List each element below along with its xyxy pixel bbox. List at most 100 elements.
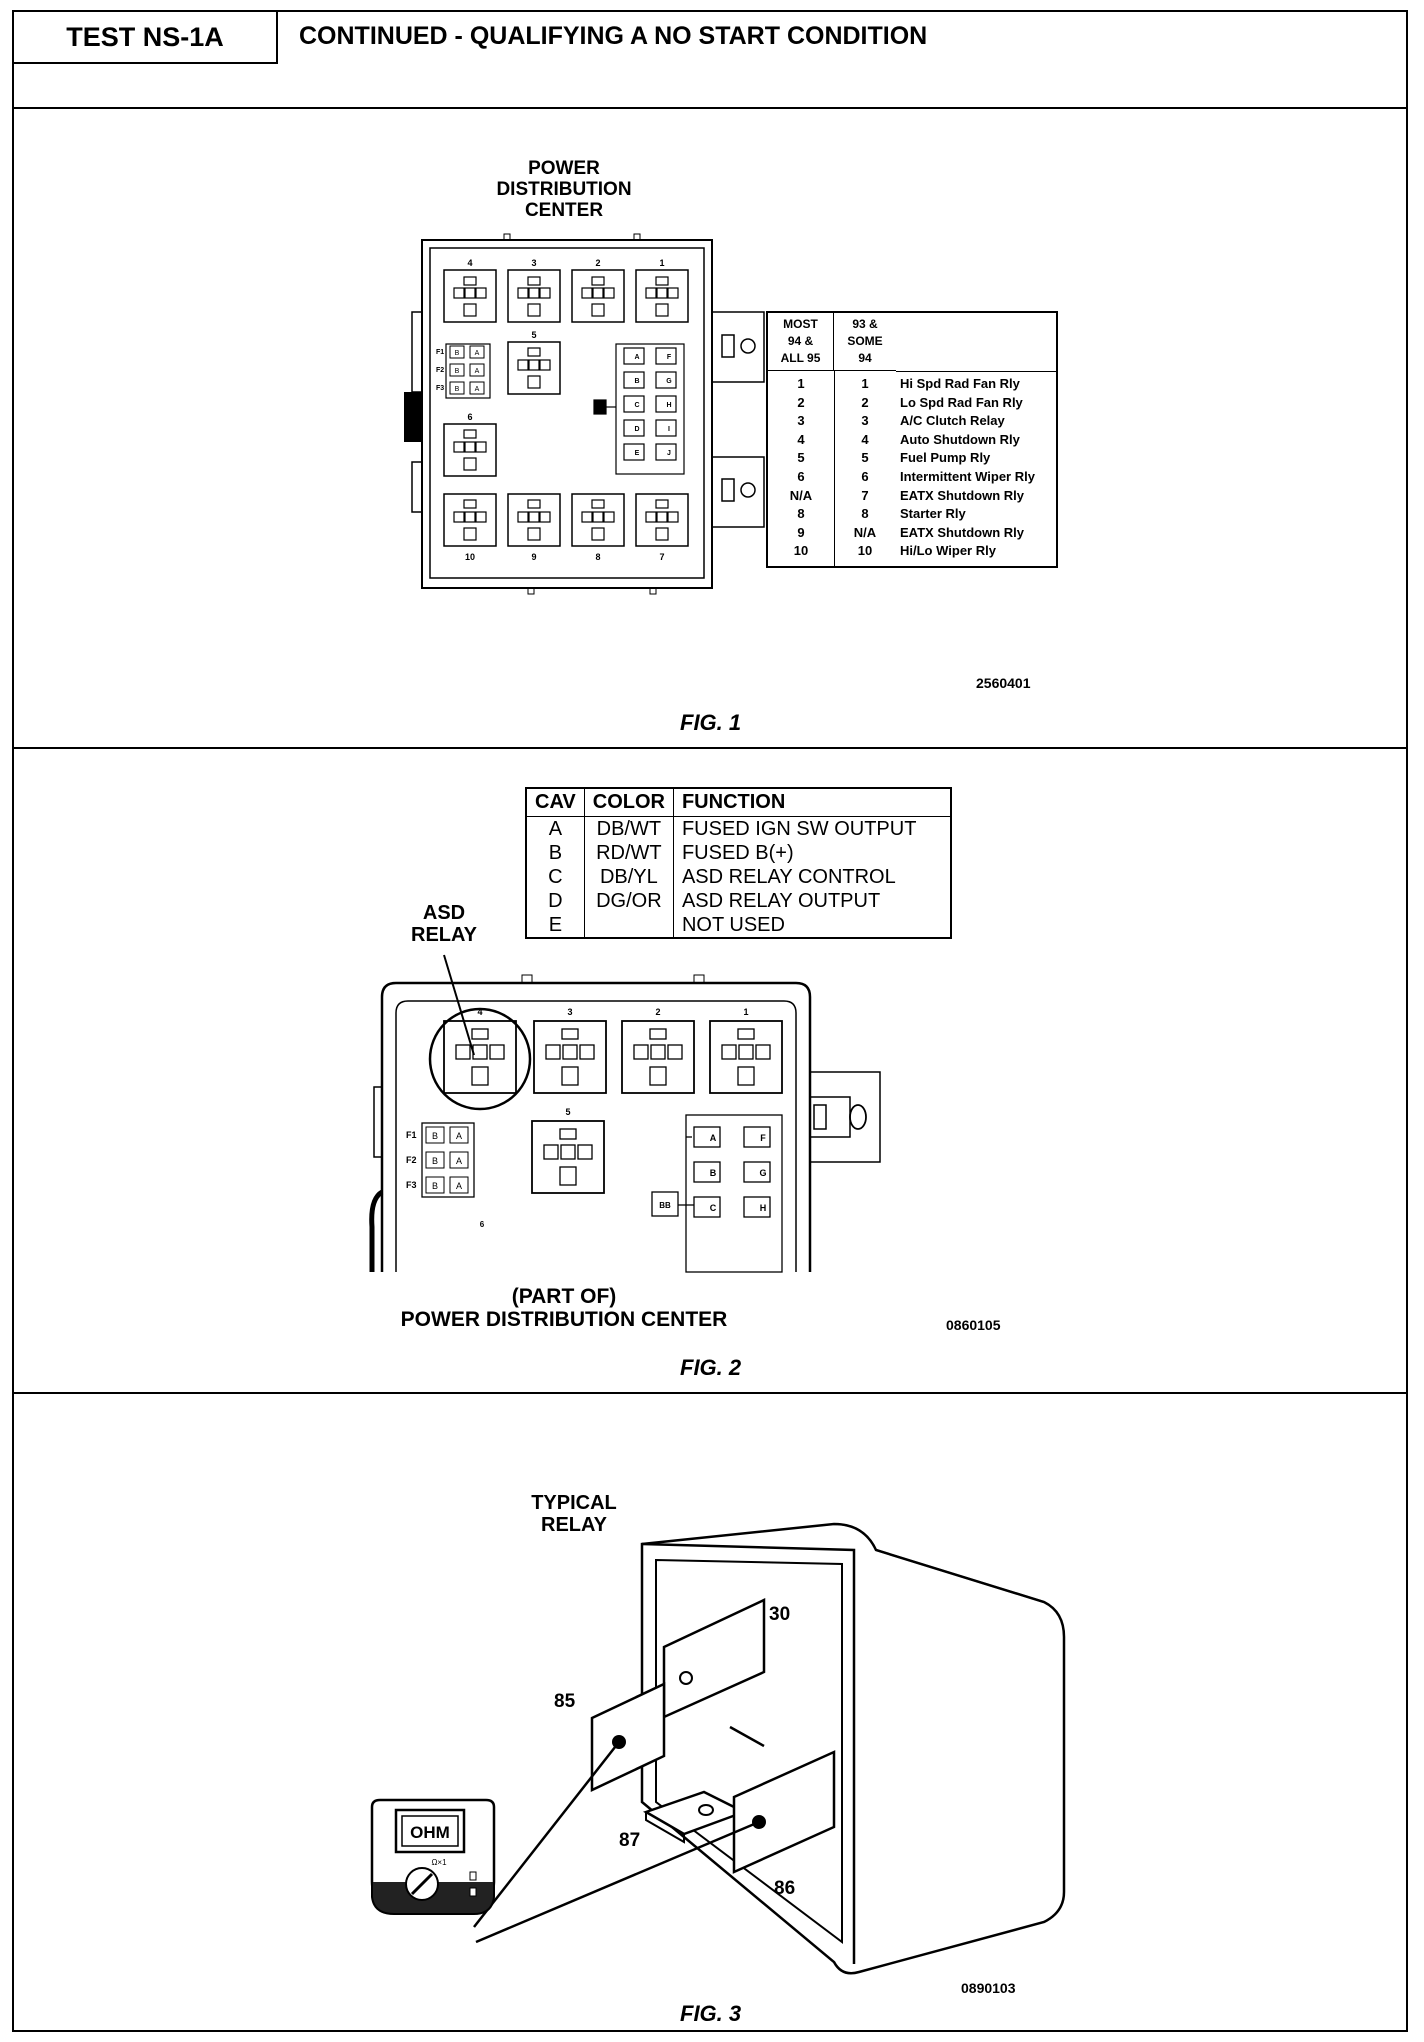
col-color-header: COLOR <box>583 787 674 817</box>
asd-highlight-circle <box>428 1007 532 1111</box>
slot-number: 10 <box>465 552 475 562</box>
cavity-color: DG/OR <box>583 889 674 913</box>
block-letter: F <box>667 354 672 361</box>
legend-col-b: N/A <box>853 524 877 540</box>
typical-label-line: RELAY <box>541 1514 607 1536</box>
fuse-letter: B <box>432 1131 438 1141</box>
fig2-caption: FIG. 2 <box>680 1355 742 1380</box>
side-tab <box>411 311 423 393</box>
fuse-label: F1 <box>406 1130 417 1140</box>
block-letter: G <box>759 1168 766 1178</box>
block-letter: B <box>710 1168 717 1178</box>
fig3-caption: FIG. 3 <box>680 2001 742 2026</box>
test-id: TEST NS-1A <box>14 12 278 64</box>
cavity-color: DB/WT <box>583 816 674 841</box>
legend-header-text: MOST <box>783 317 818 331</box>
cavity-cav: C <box>548 866 563 888</box>
block-letter: D <box>634 426 639 433</box>
fig2-right-block <box>651 1114 783 1273</box>
fuse-letter: A <box>456 1156 462 1166</box>
relay-slot-4 <box>443 1020 517 1094</box>
slot-number: 2 <box>595 258 600 268</box>
fuse-letter: A <box>475 386 480 393</box>
page-frame: TEST NS-1A CONTINUED - QUALIFYING A NO S… <box>12 10 1408 2032</box>
slot-number: 9 <box>531 552 536 562</box>
fuse-letter: A <box>475 350 480 357</box>
legend-relay-name: A/C Clutch Relay <box>900 413 1005 429</box>
side-tab <box>411 461 423 513</box>
asd-label-line: RELAY <box>411 924 477 946</box>
legend-col-a: 6 <box>797 468 805 484</box>
legend-col-a: 5 <box>797 450 805 466</box>
fuse-letter: A <box>456 1181 462 1191</box>
fuse-letter: A <box>475 368 480 375</box>
relay-slot-5 <box>531 1120 605 1194</box>
legend-relay-name: Fuel Pump Rly <box>900 450 991 466</box>
col-function-header: FUNCTION <box>672 787 952 817</box>
cavity-cav: D <box>548 890 563 912</box>
legend-col-b: 2 <box>861 394 869 410</box>
relay-slot-1 <box>709 1020 783 1094</box>
legend-col-a: 10 <box>793 543 809 559</box>
slot-number: 1 <box>743 1007 748 1017</box>
legend-col-a: 1 <box>797 376 805 391</box>
fig1-panel: POWER DISTRIBUTION CENTER 4 3 2 1 <box>14 107 1406 749</box>
relay-slot-9 <box>507 493 561 547</box>
slot-number: 3 <box>531 258 536 268</box>
legend-col-a: 9 <box>797 524 805 540</box>
legend-col-a: N/A <box>789 487 813 503</box>
header-bar: TEST NS-1A CONTINUED - QUALIFYING A NO S… <box>14 12 1406 109</box>
slot-number: 2 <box>655 1007 660 1017</box>
page-title: CONTINUED - QUALIFYING A NO START CONDIT… <box>299 22 928 50</box>
slot-number: 8 <box>595 552 600 562</box>
col-cav-header: CAV <box>525 787 585 817</box>
fuse-label: F2 <box>436 367 444 374</box>
relay-slot-3 <box>533 1020 607 1094</box>
terminal-87-label: 87 <box>619 1830 640 1851</box>
block-letter: J <box>667 450 671 457</box>
cavity-cav: B <box>548 842 563 864</box>
cavity-function: FUSED B(+) <box>672 841 951 865</box>
slot-number: 6 <box>480 1220 485 1229</box>
fuse-letter: A <box>456 1131 462 1141</box>
slot-number: 1 <box>659 258 664 268</box>
asd-relay-label: ASD RELAY <box>384 902 504 946</box>
small-box-label: BB <box>659 1201 671 1210</box>
legend-relay-name: Hi/Lo Wiper Rly <box>900 543 996 559</box>
fuse-letter: B <box>432 1156 438 1166</box>
cavity-color: RD/WT <box>583 841 674 865</box>
legend-col-a: 3 <box>797 413 805 429</box>
fig1-fuses: F1 F2 F3 B A B A B A <box>436 343 491 399</box>
fuse-letter: B <box>455 386 460 393</box>
block-letter: H <box>666 402 671 409</box>
top-peg <box>693 974 705 984</box>
fig2-relay-slots: 4 3 2 1 <box>443 1007 783 1094</box>
legend-col-a: 4 <box>797 431 805 447</box>
pdc-part-label: (PART OF) POWER DISTRIBUTION CENTER <box>384 1285 744 1331</box>
legend-col-a: 8 <box>797 506 805 522</box>
legend-relay-name: Intermittent Wiper Rly <box>900 468 1035 484</box>
block-letter: E <box>635 450 640 457</box>
slot-number: 4 <box>477 1007 482 1017</box>
legend-relay-name: EATX Shutdown Rly <box>900 487 1024 503</box>
cavity-color <box>583 913 674 938</box>
legend-header-blank <box>896 313 1056 372</box>
relay-slot-2 <box>621 1020 695 1094</box>
fig3-code: 0890103 <box>961 1980 1016 1996</box>
fig1-pdc-diagram: 4 3 2 1 5 <box>404 233 713 595</box>
side-tab <box>373 1086 383 1158</box>
asd-leader-line <box>443 954 475 1056</box>
legend-divider <box>834 371 835 566</box>
